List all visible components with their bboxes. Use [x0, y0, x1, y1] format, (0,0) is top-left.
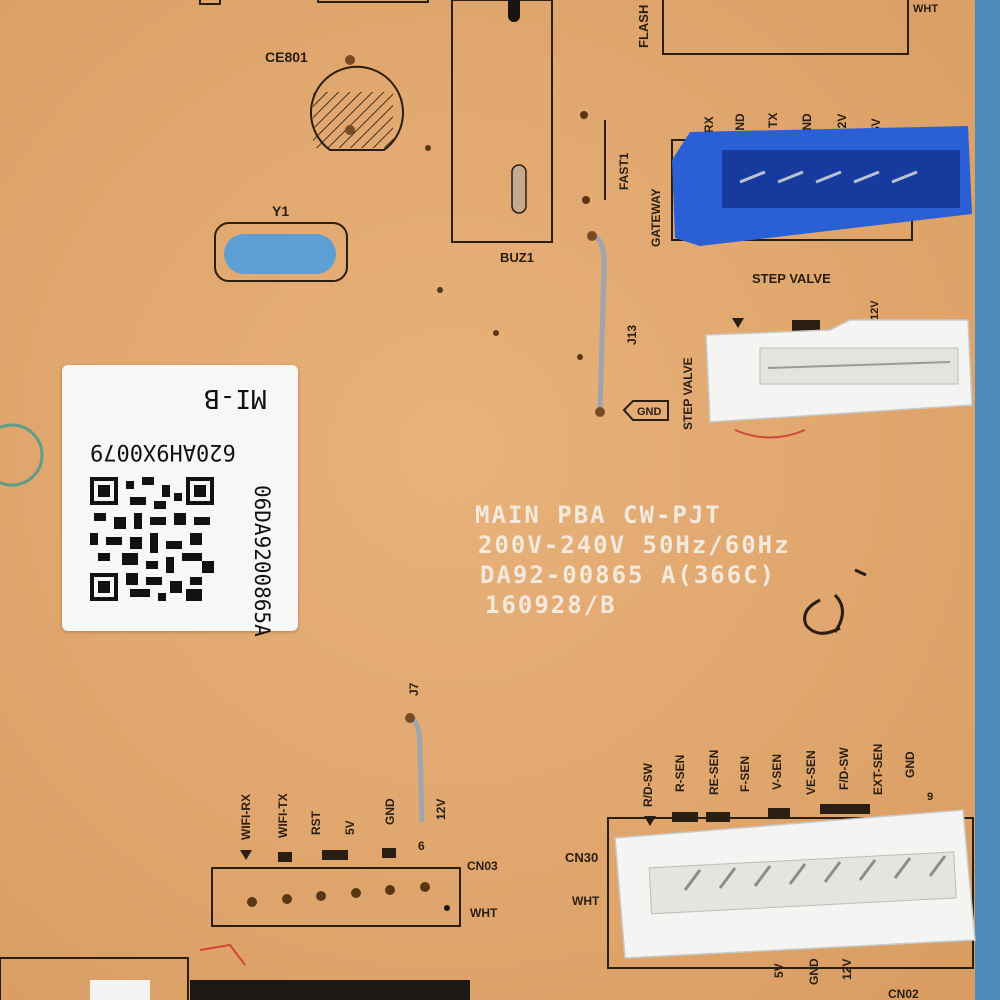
svg-text:5V: 5V: [772, 963, 786, 978]
svg-text:GND: GND: [903, 751, 917, 778]
svg-text:RX: RX: [702, 116, 716, 133]
cn03-connector-footprint: [211, 867, 461, 927]
cn30-wht-label: WHT: [572, 894, 600, 908]
svg-text:R-SEN: R-SEN: [673, 755, 687, 792]
svg-text:F/D-SW: F/D-SW: [837, 747, 851, 790]
top-wht-label: WHT: [913, 3, 938, 15]
capacitor-ce801: [310, 55, 404, 151]
board-edge: [975, 0, 1000, 1000]
svg-text:MAIN PBA CW-PJT: MAIN PBA CW-PJT: [475, 501, 722, 529]
cn30-label: CN30: [565, 850, 598, 865]
j13-label: J13: [625, 325, 639, 345]
step-valve-pin-label: 12V: [869, 300, 881, 320]
flash-label: FLASH: [636, 5, 651, 48]
fast1-label: FAST1: [617, 152, 631, 190]
svg-text:GND: GND: [383, 798, 397, 825]
svg-text:WIFI-TX: WIFI-TX: [276, 793, 290, 838]
handwritten-mark: [803, 568, 867, 635]
svg-text:12V: 12V: [434, 799, 448, 820]
buz1-label: BUZ1: [500, 250, 534, 265]
svg-text:TX: TX: [766, 113, 780, 128]
svg-text:12V: 12V: [840, 959, 854, 980]
svg-text:160928/B: 160928/B: [485, 591, 617, 619]
cn03-wht-label: WHT: [470, 906, 498, 920]
j7-label: J7: [407, 682, 421, 696]
cn03-count: 6: [418, 839, 425, 853]
qr-sticker: MI-B 620AH9X0079 06DA9200865A: [62, 365, 298, 637]
sticker-model: MI-B: [204, 383, 267, 413]
svg-text:F-SEN: F-SEN: [738, 756, 752, 792]
green-stamp: [0, 423, 44, 487]
gnd-tag: GND: [622, 400, 669, 421]
svg-text:RST: RST: [309, 810, 323, 835]
svg-text:VE-SEN: VE-SEN: [804, 750, 818, 795]
qr-code: [90, 477, 214, 601]
svg-text:WIFI-RX: WIFI-RX: [239, 794, 253, 840]
step-valve-side-label: STEP VALVE: [681, 357, 695, 430]
cn02-label: CN02: [888, 987, 919, 1000]
black-component: [190, 980, 470, 1000]
gateway-connector: [672, 126, 972, 246]
ce801-label: CE801: [265, 49, 308, 65]
step-valve-connector: [705, 319, 973, 423]
cn30-count: 9: [927, 791, 933, 803]
top-connector-outline: [662, 0, 909, 55]
svg-text:5V: 5V: [343, 820, 357, 835]
svg-text:DA92-00865 A(366C): DA92-00865 A(366C): [480, 561, 776, 589]
svg-text:EXT-SEN: EXT-SEN: [871, 744, 885, 795]
main-silkscreen-text: MAIN PBA CW-PJT 200V-240V 50Hz/60Hz DA92…: [475, 501, 791, 619]
vias: [425, 111, 590, 360]
sticker-code2: 06DA9200865A: [250, 485, 274, 637]
svg-text:R/D-SW: R/D-SW: [641, 762, 655, 807]
svg-text:200V-240V 50Hz/60Hz: 200V-240V 50Hz/60Hz: [478, 531, 791, 559]
cn30-pin-labels: R/D-SW R-SEN RE-SEN F-SEN V-SEN VE-SEN F…: [641, 744, 917, 807]
gateway-label: GATEWAY: [649, 188, 663, 247]
cn02-pin-labels: 5V GND 12V: [772, 958, 854, 985]
svg-text:RE-SEN: RE-SEN: [707, 750, 721, 795]
buzzer-outline: [451, 0, 553, 243]
svg-text:V-SEN: V-SEN: [770, 754, 784, 790]
cn30-connector: [614, 809, 976, 959]
sticker-code1: 620AH9X0079: [90, 439, 236, 464]
step-valve-top-label: STEP VALVE: [752, 271, 831, 286]
svg-text:GND: GND: [807, 958, 821, 985]
cn03-pin-labels: WIFI-RX WIFI-TX RST 5V GND 12V: [239, 793, 448, 840]
svg-text:GND: GND: [637, 406, 662, 418]
cn03-label: CN03: [467, 859, 498, 873]
crystal-y1: [224, 234, 336, 274]
y1-label: Y1: [272, 203, 289, 219]
